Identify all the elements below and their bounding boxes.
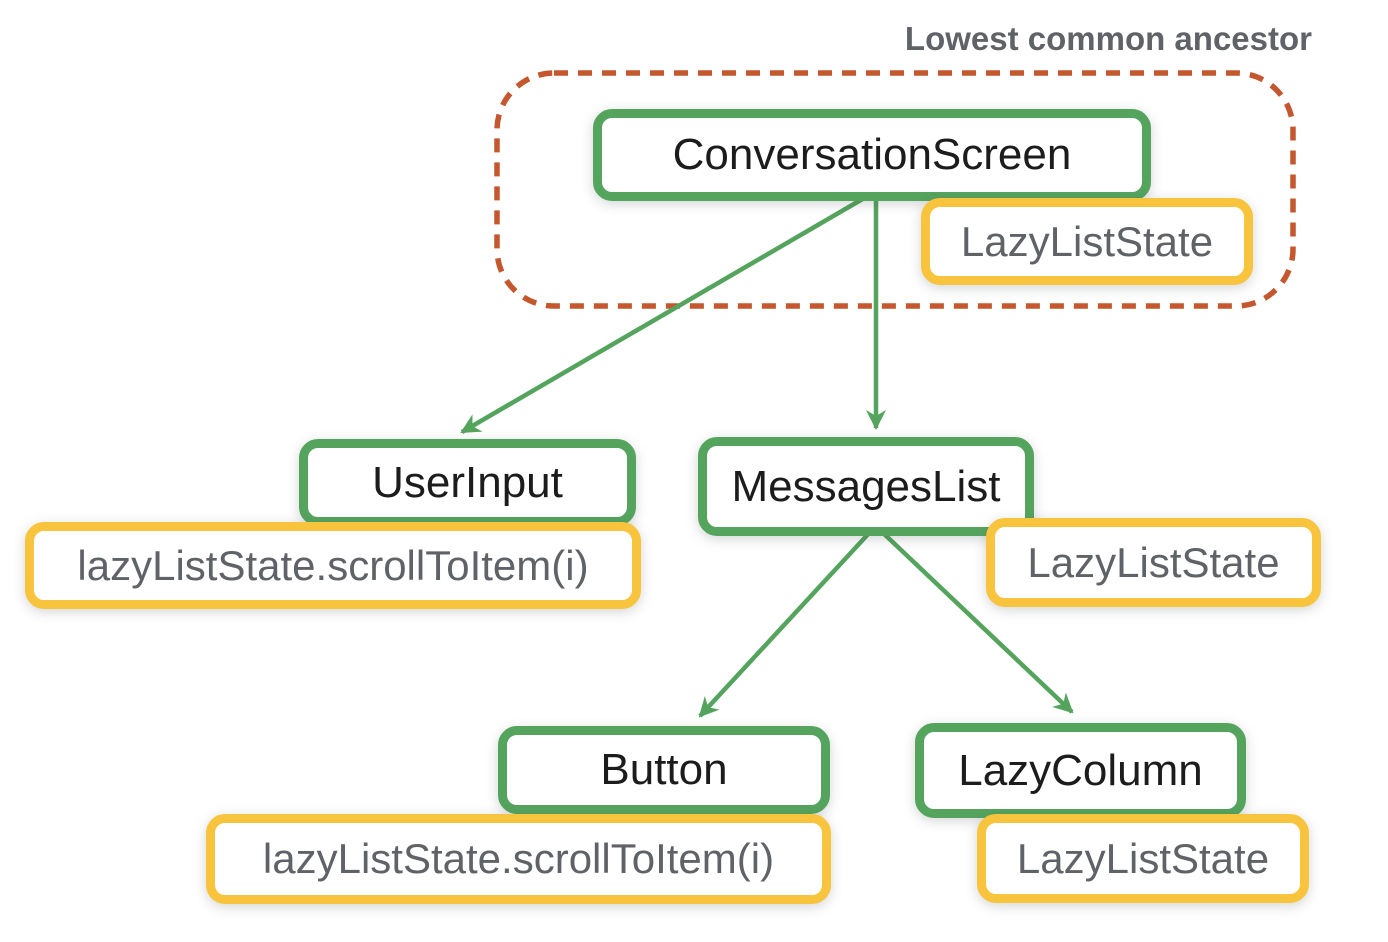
edge-conversationscreen-to-userinput (460, 195, 868, 434)
node-button: Button (498, 726, 830, 814)
node-user-input: UserInput (299, 439, 636, 526)
edge-messageslist-to-lazycolumn (879, 529, 1074, 714)
event-badge-user-input: lazyListState.scrollToItem(i) (25, 522, 641, 609)
node-conversation-screen: ConversationScreen (593, 109, 1151, 201)
lowest-common-ancestor-outline (494, 70, 1296, 309)
lca-annotation-label: Lowest common ancestor (904, 20, 1312, 57)
node-messages-list: MessagesList (698, 437, 1034, 536)
state-badge-messages-list: LazyListState (986, 518, 1321, 607)
edge-messageslist-to-button (698, 529, 873, 718)
event-badge-button: lazyListState.scrollToItem(i) (206, 814, 831, 904)
state-badge-lazy-column: LazyListState (977, 814, 1309, 903)
state-badge-conversation-screen: LazyListState (921, 198, 1253, 285)
node-lazy-column: LazyColumn (915, 723, 1246, 818)
